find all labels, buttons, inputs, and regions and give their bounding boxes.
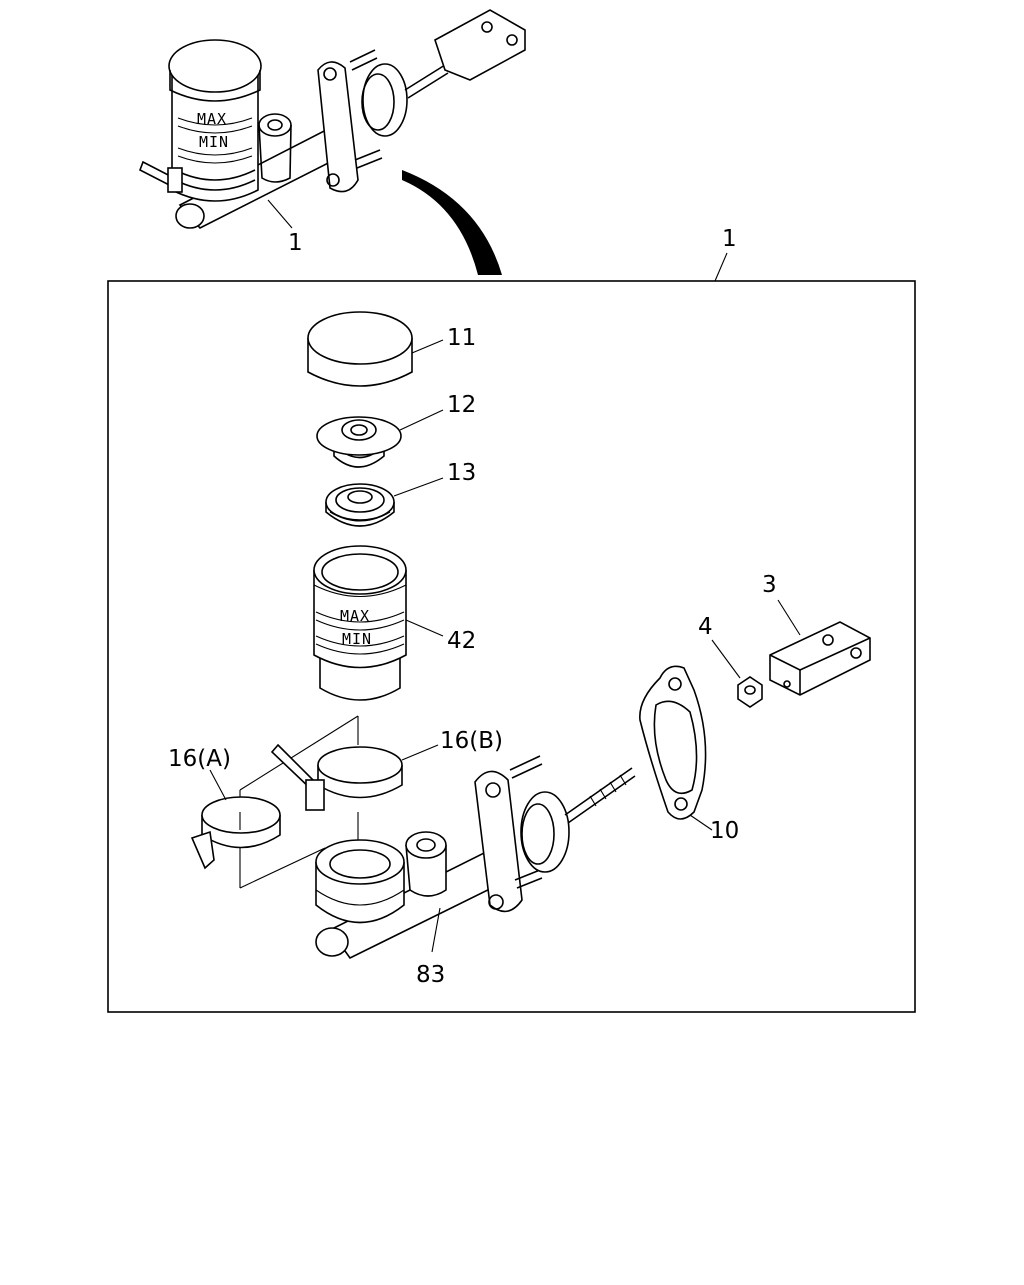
label-seal: 13 xyxy=(447,460,476,486)
diaphragm: 12 xyxy=(316,392,476,468)
label-body: 83 xyxy=(416,962,445,988)
clamp-a: 16(A) xyxy=(168,746,281,870)
cylinder-body: 83 xyxy=(315,755,636,988)
label-clevis: 3 xyxy=(762,572,777,598)
reservoir-tank: MAX MIN 42 xyxy=(313,545,476,701)
label-cap: 11 xyxy=(447,325,476,351)
hex-nut: 4 xyxy=(698,614,763,708)
seal-ring: 13 xyxy=(325,460,476,527)
gasket: 10 xyxy=(639,665,739,844)
label-clamp-b: 16(B) xyxy=(440,728,503,754)
reservoir-max-marking: MAX xyxy=(340,607,370,625)
clamp-b: 16(B) xyxy=(270,728,503,811)
label-clamp-a: 16(A) xyxy=(168,746,231,772)
label-diaphragm: 12 xyxy=(447,392,476,418)
label-nut: 4 xyxy=(698,614,713,640)
label-assembly-box: 1 xyxy=(722,226,737,252)
assembled-master-cylinder: MAX MIN 1 xyxy=(139,9,526,256)
clevis: 3 xyxy=(762,572,871,696)
exploded-view-frame xyxy=(107,280,916,1013)
reservoir-cap: 11 xyxy=(307,311,476,387)
top-min-marking: MIN xyxy=(199,133,229,151)
reservoir-min-marking: MIN xyxy=(342,630,372,648)
label-gasket: 10 xyxy=(710,818,739,844)
label-reservoir: 42 xyxy=(447,628,476,654)
label-assembly-top: 1 xyxy=(288,230,303,256)
exploded-view-arrow xyxy=(402,170,502,275)
top-max-marking: MAX xyxy=(197,110,227,128)
